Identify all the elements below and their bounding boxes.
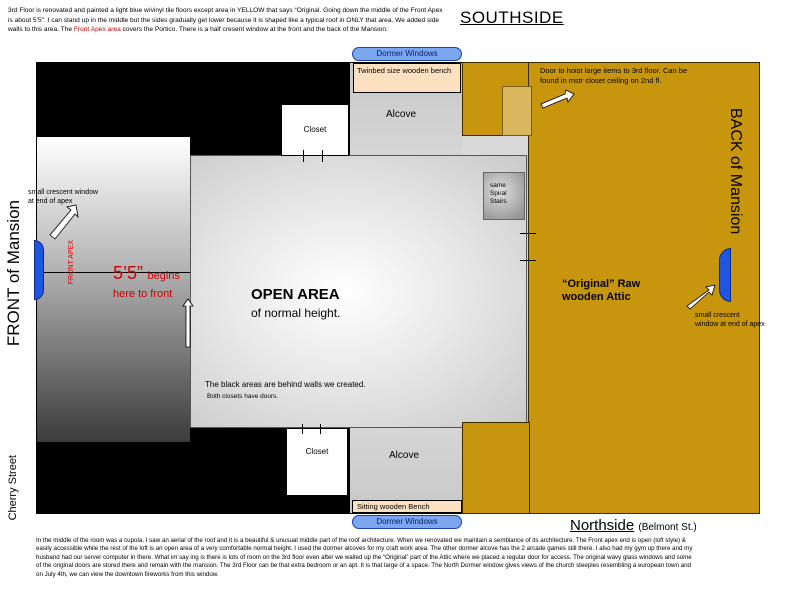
attic-door-tick-2: [520, 260, 536, 261]
back-of-mansion-label: BACK of Mansion: [727, 108, 744, 235]
closet-top-door-right: [322, 150, 323, 162]
bench-top: Twinbed size wooden bench: [353, 63, 461, 93]
cherry-street-label-wrap: Cherry Street: [7, 455, 25, 540]
crescent-right-note: small crescent window at end of apex: [695, 312, 765, 328]
closet-top[interactable]: Closet: [281, 104, 349, 156]
closet-bottom-door-right: [320, 424, 321, 434]
attic-bottom-block: [462, 422, 530, 514]
open-area-subtitle: of normal height.: [251, 306, 341, 320]
black-area-top-left: [37, 63, 190, 136]
alcove-bottom-area: [350, 428, 462, 513]
height-begins: begins: [147, 270, 180, 282]
spiral-stairs[interactable]: [483, 172, 525, 220]
closet-bottom[interactable]: Closet: [286, 428, 348, 496]
height-here: here to front: [113, 288, 173, 300]
hoist-note: Door to hoist large items to 3rd floor. …: [540, 66, 688, 85]
intro-part2: covers the Portico. There is a half cres…: [120, 26, 388, 34]
cherry-street-label: Cherry Street: [7, 455, 19, 521]
dormer-windows-bottom[interactable]: Dormer Windows: [352, 515, 462, 529]
arrow-right-crescent-icon: [686, 284, 716, 310]
attic-door-tick-1: [520, 233, 536, 234]
open-area: [190, 155, 528, 428]
northside-sub: (Belmont St.): [638, 522, 697, 533]
open-area-wall: [190, 155, 527, 428]
crescent-left-note: small crescent window at end of apex: [28, 189, 99, 205]
hoist-door[interactable]: [502, 86, 532, 136]
apex-ridge-line: [42, 272, 190, 273]
alcove-bottom-label: Alcove: [389, 450, 420, 461]
black-area-bottom-left: [37, 443, 190, 513]
open-area-title: OPEN AREA: [251, 286, 340, 303]
closet-bottom-label: Closet: [305, 447, 329, 456]
closet-top-door-left: [303, 150, 304, 162]
northside-label: Northside (Belmont St.): [570, 517, 697, 534]
intro-front-apex: Front Apex area: [73, 26, 121, 34]
northside-text: Northside: [570, 517, 635, 534]
arrow-up-icon: [182, 298, 194, 348]
bottom-description: In the middle of the room was a cupola. …: [36, 537, 693, 578]
southside-label: SOUTHSIDE: [460, 8, 564, 27]
height-value: 5’5”: [113, 263, 144, 283]
arrow-left-crescent-icon: [49, 204, 79, 240]
alcove-top-label: Alcove: [386, 109, 417, 120]
closets-note: Both closets have doors.: [207, 393, 279, 400]
dormer-windows-top[interactable]: Dormer Windows: [352, 47, 462, 61]
front-of-mansion-label-wrap: FRONT of Mansion: [4, 200, 28, 380]
closet-top-label: Closet: [303, 125, 327, 134]
height-label: 5’5” begins here to front: [113, 263, 213, 302]
attic-label: “Original” Raw wooden Attic: [562, 278, 641, 303]
back-of-mansion-label-wrap: BACK of Mansion: [726, 108, 756, 268]
bench-bottom: Sitting wooden Bench: [352, 500, 462, 513]
open-area-right-strip: [462, 136, 528, 155]
arrow-hoist-icon: [540, 89, 575, 109]
black-areas-note: The black areas are behind walls we crea…: [205, 380, 366, 389]
closet-bottom-door-left: [302, 424, 303, 434]
intro-part1: 3rd Floor is renovated and painted a lig…: [8, 7, 443, 34]
spiral-stairs-label: same Spiral Stairs: [490, 182, 507, 205]
intro-text: 3rd Floor is renovated and painted a lig…: [8, 6, 448, 35]
front-of-mansion-label: FRONT of Mansion: [4, 200, 23, 347]
front-apex-area: [37, 136, 190, 443]
